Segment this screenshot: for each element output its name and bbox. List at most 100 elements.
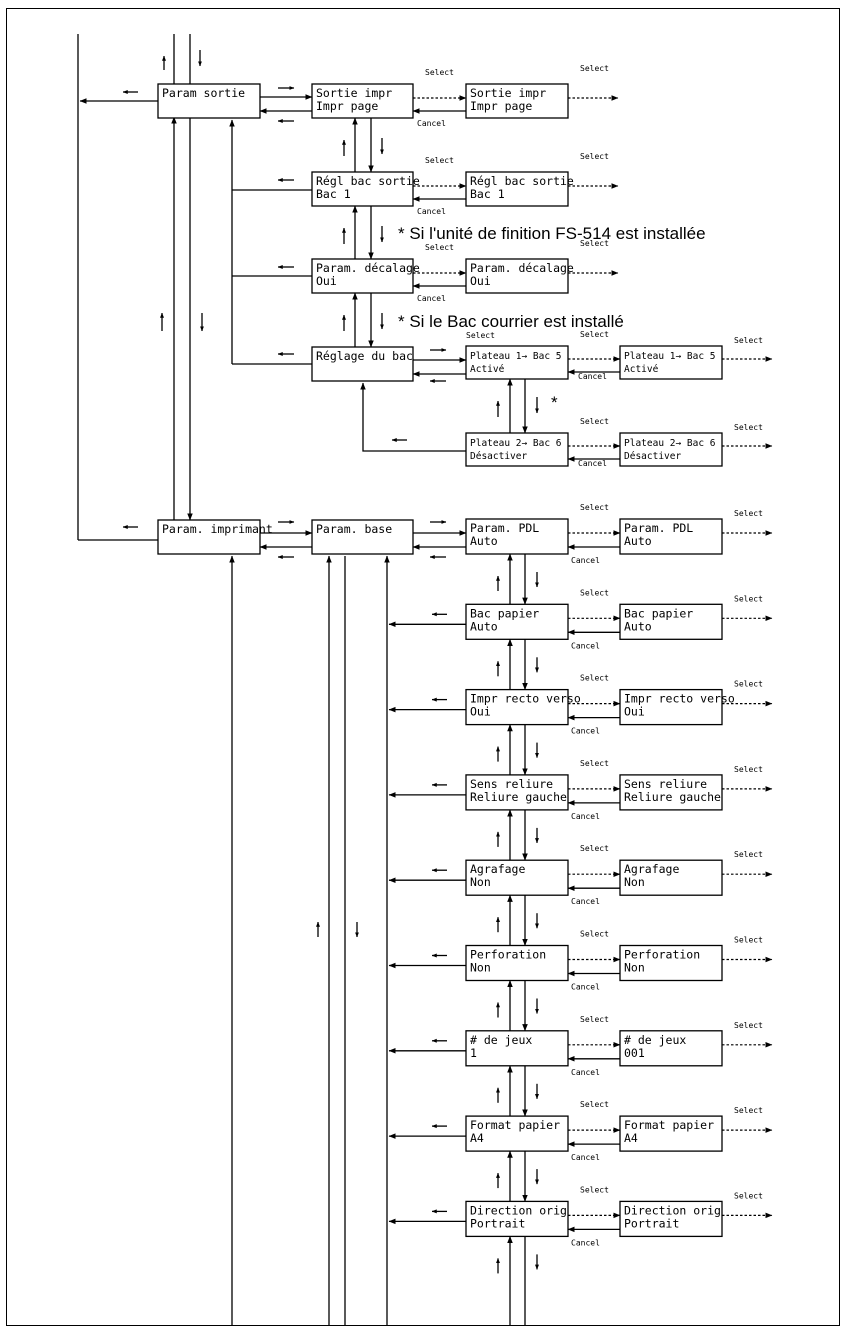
param-imprimant-box[interactable]: Param. imprimant (157, 519, 273, 555)
select-label: Select (425, 156, 454, 165)
menu-box-label: Sortie impr (316, 86, 392, 100)
param-base-box[interactable]: Param. base (311, 519, 414, 555)
menu-box-frame (619, 774, 723, 811)
menu-box-label: # de jeux (624, 1033, 686, 1047)
select-label: Select (425, 243, 454, 252)
menu-box-frame (619, 518, 723, 555)
menu-box-value: Oui (316, 274, 337, 288)
base-item-de-jeux-box[interactable]: # de jeux 1 (465, 1030, 569, 1067)
menu-box-value: Auto (470, 534, 498, 548)
menu-box-frame (465, 1200, 569, 1238)
menu-box-label: Param sortie (162, 86, 245, 100)
select-label: Select (580, 1185, 609, 1194)
cancel-label: Cancel (571, 727, 600, 736)
cancel-label: Cancel (571, 1068, 600, 1077)
menu-box-value: Non (470, 961, 491, 975)
menu-box-value: 1 (470, 1046, 477, 1060)
menu-box-value: Oui (470, 274, 491, 288)
menu-box-frame (619, 859, 723, 896)
menu-box-frame (157, 519, 261, 555)
menu-box-label: Sens reliure (470, 777, 553, 791)
select-label: Select (734, 680, 763, 689)
cancel-label: Cancel (571, 897, 600, 906)
plateau-2-back-line (360, 382, 466, 452)
reglage-bac-box[interactable]: Réglage du bac (311, 346, 414, 382)
menu-box-frame (619, 1115, 723, 1152)
menu-box-label: Plateau 1→ Bac 5 (624, 351, 716, 362)
menu-box-value: Désactiver (624, 451, 681, 462)
menu-box-frame (157, 83, 261, 119)
menu-box-value: Non (624, 961, 645, 975)
menu-box-value: Désactiver (470, 451, 527, 462)
menu-box-label: Impr recto verso (624, 692, 735, 706)
menu-box-label: Direction orig (624, 1203, 721, 1217)
menu-box-value: Non (470, 875, 491, 889)
select-label: Select (580, 1015, 609, 1024)
menu-box-frame (311, 258, 414, 294)
select-label: Select (734, 1021, 763, 1030)
menu-box-frame (465, 774, 569, 811)
cancel-label: Cancel (571, 812, 600, 821)
select-label: Select (580, 503, 609, 512)
menu-box-value: Non (624, 875, 645, 889)
diagram-labels: SelectCancelSelectSelectCancelSelectSele… (398, 64, 763, 1247)
menu-box-label: Param. décalage (316, 261, 420, 275)
menu-box-frame (619, 944, 723, 982)
cancel-label: Cancel (417, 294, 446, 303)
menu-box-frame (619, 432, 723, 467)
asterisk-note: * (551, 393, 558, 412)
menu-box-frame (465, 345, 569, 380)
select-label: Select (580, 930, 609, 939)
menu-box-label: Param. décalage (470, 261, 574, 275)
select-label: Select (734, 1106, 763, 1115)
menu-box-frame (311, 83, 414, 119)
menu-box-frame (619, 603, 723, 640)
menu-box-label: Bac papier (470, 606, 539, 620)
cancel-label: Cancel (571, 983, 600, 992)
param-sortie-box[interactable]: Param sortie (157, 83, 261, 119)
menu-box-value: A4 (624, 1131, 638, 1145)
menu-box-label: Param. base (316, 522, 392, 536)
menu-box-value: Oui (470, 705, 491, 719)
menu-box-frame (619, 1200, 723, 1238)
menu-box-value: Impr page (470, 99, 532, 113)
menu-box-value: 001 (624, 1046, 645, 1060)
cancel-label: Cancel (417, 207, 446, 216)
menu-box-label: Agrafage (624, 862, 679, 876)
menu-box-label: Format papier (624, 1118, 714, 1132)
menu-box-frame (619, 1030, 723, 1067)
menu-box-label: Bac papier (624, 606, 693, 620)
menu-box-frame (465, 258, 569, 294)
menu-box-value: Auto (470, 619, 498, 633)
menu-box-frame (465, 944, 569, 982)
